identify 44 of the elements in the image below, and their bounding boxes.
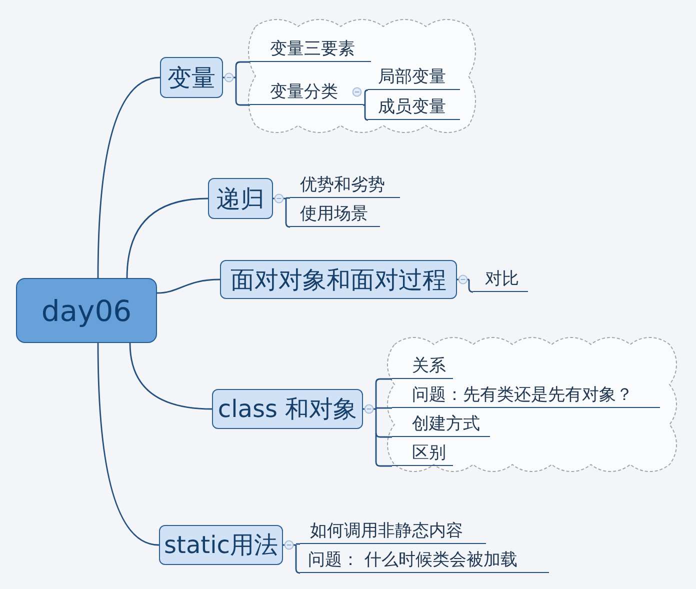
connector-line (375, 378, 392, 384)
topic-box: 面对对象和面对过程 (220, 260, 457, 299)
topic-box: static用法 (159, 525, 283, 565)
cloud-shape (247, 18, 477, 134)
connector-line (97, 343, 160, 546)
connector-line (97, 76, 160, 278)
connector-line (295, 568, 301, 574)
cloud-shape (386, 336, 678, 473)
connector-line (362, 382, 377, 463)
central-topic-box: day06 (16, 278, 157, 343)
subtopic-text: 问题： 什么时候类会被加载 (300, 549, 549, 573)
connector-line (286, 197, 290, 199)
connector-line (456, 274, 470, 289)
connector-line (364, 89, 369, 94)
subtopic-text: 对比 (473, 268, 528, 292)
subtopic-text: 优势和劣势 (290, 174, 400, 198)
connector-line (375, 432, 392, 438)
topic-box: 变量 (160, 57, 223, 98)
subtopic-text: 关系 (392, 355, 453, 379)
subtopic-text: 问题：先有类还是先有对象？ (392, 384, 660, 408)
topic-box: class 和对象 (212, 389, 363, 429)
subtopic-text: 区别 (392, 442, 453, 466)
subtopic-text: 如何调用非静态内容 (300, 520, 486, 544)
subtopic-text: 变量三要素 (250, 38, 371, 62)
connector-line (296, 543, 300, 545)
subtopic-text: 局部变量 (368, 66, 460, 90)
connector-line (376, 407, 392, 409)
connector-line (272, 194, 287, 224)
connector-line (126, 198, 208, 278)
connector-line (285, 222, 291, 228)
connector-line (362, 92, 366, 118)
connector-line (235, 100, 250, 106)
subtopic-text: 创建方式 (392, 413, 490, 437)
connector-line (468, 288, 474, 293)
connector-line (364, 116, 369, 121)
subtopic-text: 成员变量 (368, 96, 460, 120)
connector-line (129, 342, 212, 410)
topic-box: 递归 (208, 178, 273, 219)
connector-line (235, 61, 250, 66)
connector-line (156, 278, 220, 294)
connector-line (282, 540, 297, 570)
connector-line (222, 65, 237, 102)
subtopic-text: 使用场景 (290, 203, 380, 227)
connector-line (375, 462, 392, 467)
